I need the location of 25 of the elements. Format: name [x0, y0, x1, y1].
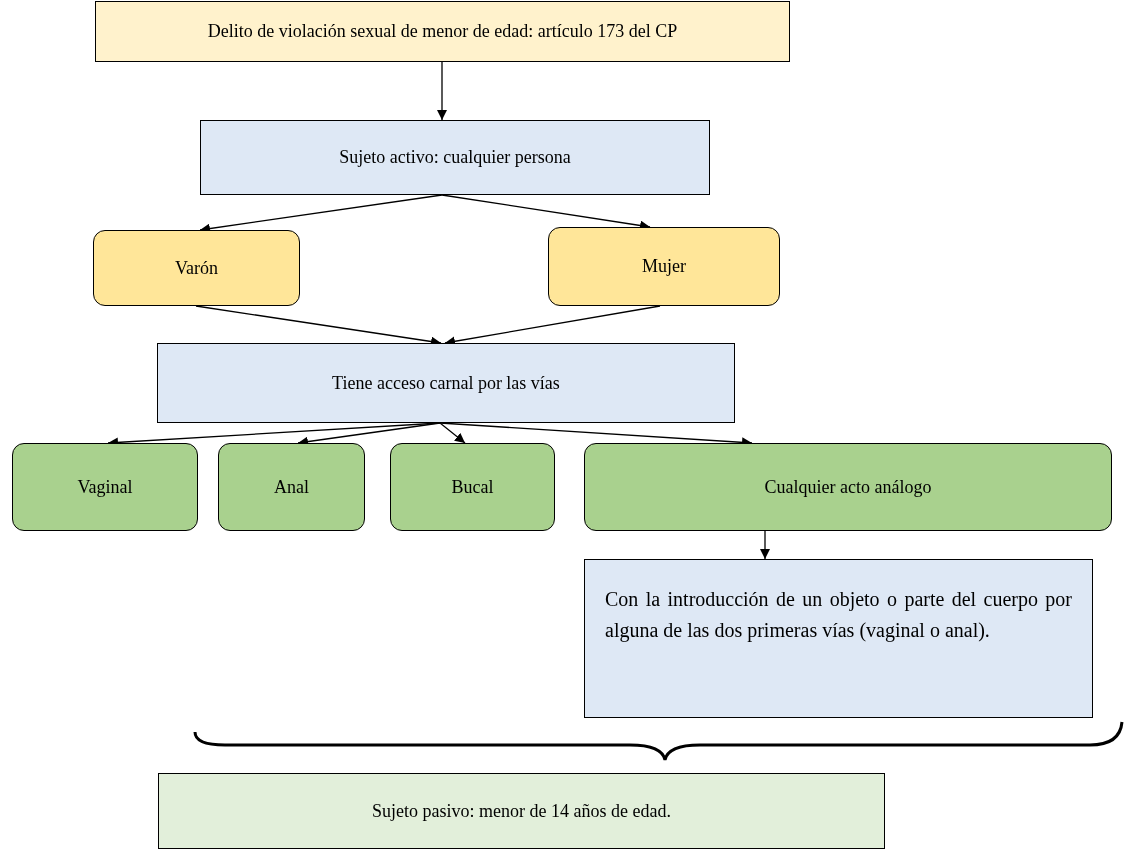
- arrow: [439, 422, 466, 444]
- node-text: Con la introducción de un objeto o parte del cuerpo por alguna de las dos primeras vías (vaginal o anal).: [605, 587, 1072, 644]
- result-box: [158, 773, 885, 849]
- process-box: [584, 559, 1093, 718]
- node-text: Varón: [175, 256, 218, 280]
- node-text: Sujeto pasivo: menor de 14 años de edad.: [372, 800, 671, 823]
- node-text: Mujer: [642, 255, 686, 278]
- arrow: [437, 61, 447, 121]
- node-text: Vaginal: [77, 475, 133, 499]
- node-text: Sujeto activo: cualquier persona: [339, 146, 571, 169]
- rounded-box: [12, 443, 198, 531]
- node-text: Anal: [274, 475, 309, 499]
- rounded-box: [584, 443, 1112, 531]
- rounded-box: [93, 230, 300, 306]
- node-text: Cualquier acto análogo: [764, 475, 932, 499]
- node-text: Tiene acceso carnal por las vías: [332, 371, 560, 395]
- rounded-box: [218, 443, 365, 531]
- title-box: [95, 1, 790, 62]
- node-text: Bucal: [451, 475, 494, 499]
- rounded-box: [548, 227, 780, 306]
- rounded-box: [390, 443, 555, 531]
- process-box: [200, 120, 710, 195]
- node-text: Delito de violación sexual de menor de edad: artículo 173 del CP: [207, 20, 678, 43]
- process-box: [157, 343, 735, 423]
- arrow: [760, 530, 770, 560]
